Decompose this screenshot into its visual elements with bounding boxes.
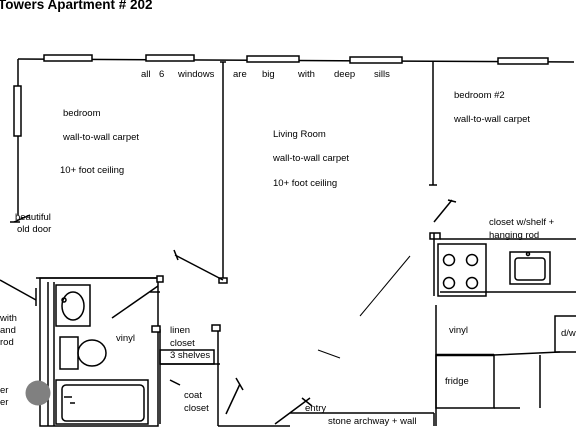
old-door-label: old door (17, 224, 52, 235)
window-note-word: sills (374, 69, 390, 80)
kitchen-closet-label: hanging rod (489, 230, 540, 241)
bedroom-name: bedroom (63, 108, 101, 119)
door (111, 285, 159, 319)
entry-door (274, 397, 311, 425)
window (497, 57, 549, 65)
archway-label: stone archway + wall (328, 416, 417, 427)
living-room-floor: wall-to-wall carpet (273, 153, 350, 164)
coat-closet-label: closet (184, 403, 209, 414)
door (174, 254, 224, 281)
bedroom-ceiling: 10+ foot ceiling (60, 165, 125, 176)
plan-title: Towers Apartment # 202 (0, 0, 153, 12)
door (0, 279, 37, 301)
old-door-label: beautiful (15, 212, 51, 223)
left-closet-label: with (0, 313, 17, 324)
window (13, 85, 22, 137)
living-room-name: Living Room (273, 129, 326, 140)
window (43, 54, 93, 62)
living-room-ceiling: 10+ foot ceiling (273, 178, 338, 189)
bathroom-wall (39, 277, 159, 427)
kitchen-sink (509, 251, 551, 285)
left-closet-label: and (0, 325, 16, 336)
window-note-word: are (233, 69, 247, 80)
linen-closet-wall (152, 329, 161, 424)
entry-label: entry (305, 403, 327, 414)
shelves-label: 3 shelves (170, 350, 211, 361)
kitchen-floor: vinyl (449, 325, 469, 336)
dishwasher (554, 315, 576, 353)
window-note-word: big (262, 69, 275, 80)
toilet (59, 336, 79, 370)
heater (25, 380, 51, 406)
window-note-word: 6 (159, 69, 165, 80)
bedroom2-name: bedroom #2 (454, 90, 505, 101)
bathroom-sink (55, 284, 91, 327)
window-note-word: windows (178, 69, 215, 80)
bathtub (55, 379, 149, 425)
door (13, 214, 31, 223)
window (349, 56, 403, 64)
bedroom2-floor: wall-to-wall carpet (454, 114, 531, 125)
wall-post (218, 277, 228, 284)
dishwasher-label: d/w (561, 328, 576, 339)
linen-closet-label: linen (170, 325, 191, 336)
window-note-word: with (298, 69, 315, 80)
window (246, 55, 300, 63)
heater-label: er (0, 385, 9, 396)
heater-label: er (0, 397, 9, 408)
bath-floor: vinyl (116, 333, 136, 344)
window-note-word: all (141, 69, 151, 80)
window (145, 54, 195, 62)
door (225, 383, 241, 415)
kitchen-closet-door (433, 199, 453, 223)
coat-closet-label: coat (184, 390, 202, 401)
linen-closet-label: closet (170, 338, 195, 349)
left-closet-label: rod (0, 337, 14, 348)
window-note-word: deep (334, 69, 356, 80)
stove (437, 243, 487, 297)
fridge-label: fridge (445, 376, 469, 387)
bedroom-floor: wall-to-wall carpet (63, 132, 140, 143)
kitchen-closet-label: closet w/shelf + (489, 217, 555, 228)
